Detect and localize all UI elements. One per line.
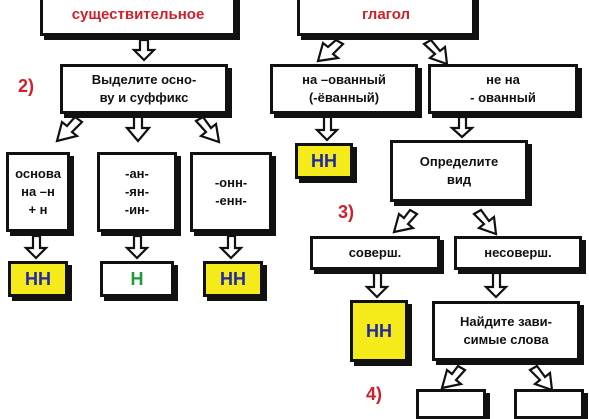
arrow-suffix-an-to-n1 (124, 234, 150, 260)
next-box-right (514, 389, 584, 419)
arrow-perfective-to-nn4 (364, 271, 390, 299)
verb-box: глагол (297, 0, 475, 36)
arrow-verb-to-not-ovanny (422, 38, 449, 66)
step-3-label: 3) (338, 202, 355, 222)
arrow-imperfective-to-dependent (483, 271, 509, 299)
suffix-onn-box: -онн- -енн- (190, 152, 272, 232)
find-stem-box: Выделите осно- ву и суффикс (60, 64, 228, 114)
arrow-stem-to-stem-n (55, 115, 84, 143)
ovanny-box: на –ованный (-ёванный) (270, 64, 418, 114)
n-result-1: Н (100, 261, 174, 297)
step-4-label: 4) (366, 384, 383, 404)
imperfective-box: несоверш. (454, 236, 582, 270)
arrow-dependent-to-right (528, 364, 554, 392)
next-box-left (416, 389, 486, 419)
arrow-not-ovanny-to-aspect (449, 115, 475, 139)
arrow-stem-to-suffix-an (124, 113, 152, 143)
arrow-stem-to-suffix-onn (194, 115, 221, 144)
perfective-box: соверш. (310, 236, 440, 270)
stem-n-box: основа на –н + н (6, 152, 70, 232)
flow-arrows (23, 38, 554, 392)
noun-box: существительное (40, 0, 236, 36)
find-dependent-box: Найдите зави- симые слова (432, 301, 580, 361)
arrow-stem-n-to-nn1 (23, 234, 49, 260)
arrow-aspect-to-imperfective (472, 208, 498, 236)
define-aspect-box: Определите вид (390, 140, 528, 202)
suffix-an-box: -ан- -ян- -ин- (97, 152, 177, 232)
arrow-aspect-to-perfective (392, 208, 419, 234)
nn-result-4: НН (350, 300, 408, 362)
arrow-noun-to-stem (131, 38, 157, 62)
nn-result-3: НН (295, 143, 353, 179)
step-2-label: 2) (18, 76, 35, 96)
nn-result-1: НН (8, 261, 68, 297)
arrow-verb-to-ovanny (316, 38, 345, 63)
arrow-ovanny-to-nn3 (314, 114, 340, 142)
not-ovanny-box: не на - ованный (428, 64, 578, 114)
arrow-suffix-onn-to-nn2 (218, 234, 244, 260)
nn-result-2: НН (203, 261, 263, 297)
arrow-dependent-to-left (440, 364, 467, 390)
